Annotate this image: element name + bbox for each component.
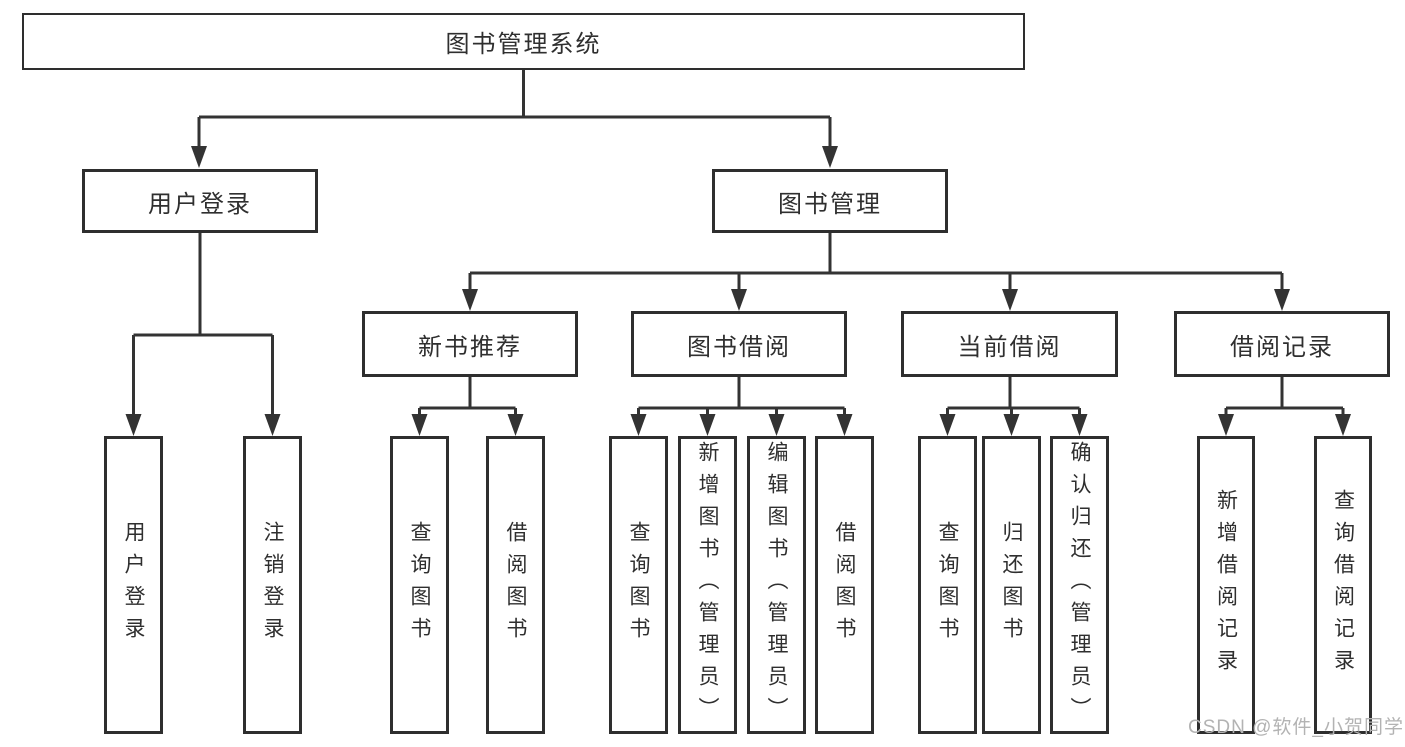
leaf-edit-book-admin-label: 编辑图书（管理员） [765,441,789,729]
node-borrowing-records-label: 借阅记录 [1230,333,1334,361]
leaf-query-books-2: 查询图书 [609,436,668,734]
leaf-user-login: 用户登录 [104,436,163,734]
leaf-query-books-1: 查询图书 [390,436,449,734]
leaf-user-login-label: 用户登录 [122,521,146,649]
node-book-borrowing-label: 图书借阅 [687,333,791,361]
leaf-query-borrow-record-label: 查询借阅记录 [1331,489,1355,681]
leaf-confirm-return-admin: 确认归还（管理员） [1050,436,1109,734]
node-book-borrowing: 图书借阅 [631,311,847,377]
leaf-query-borrow-record: 查询借阅记录 [1314,436,1372,734]
leaf-add-book-admin-label: 新增图书（管理员） [696,441,720,729]
node-book-management: 图书管理 [712,169,948,233]
node-current-borrowing-label: 当前借阅 [957,333,1062,361]
node-user-login: 用户登录 [82,169,318,233]
node-root: 图书管理系统 [22,13,1025,70]
node-root-label: 图书管理系统 [445,31,602,58]
node-new-book-recommend-label: 新书推荐 [418,333,522,361]
leaf-logout: 注销登录 [243,436,302,734]
leaf-add-book-admin: 新增图书（管理员） [678,436,737,734]
leaf-borrow-books-2-label: 借阅图书 [833,521,857,649]
leaf-borrow-books-1: 借阅图书 [486,436,545,734]
node-new-book-recommend: 新书推荐 [362,311,578,377]
leaf-borrow-books-1-label: 借阅图书 [504,521,528,649]
leaf-query-books-3: 查询图书 [918,436,977,734]
node-borrowing-records: 借阅记录 [1174,311,1390,377]
node-user-login-label: 用户登录 [148,190,252,218]
leaf-logout-label: 注销登录 [261,521,285,649]
leaf-add-borrow-record: 新增借阅记录 [1197,436,1255,734]
node-book-management-label: 图书管理 [778,190,882,218]
leaf-query-books-3-label: 查询图书 [936,521,960,649]
csdn-watermark: CSDN @软件_小贺同学 [1188,717,1404,738]
leaf-query-books-2-label: 查询图书 [627,521,651,649]
leaf-return-book: 归还图书 [982,436,1041,734]
leaf-query-books-1-label: 查询图书 [408,521,432,649]
leaf-return-book-label: 归还图书 [1000,521,1024,649]
leaf-confirm-return-admin-label: 确认归还（管理员） [1068,441,1092,729]
node-current-borrowing: 当前借阅 [901,311,1118,377]
leaf-borrow-books-2: 借阅图书 [815,436,874,734]
leaf-edit-book-admin: 编辑图书（管理员） [747,436,806,734]
leaf-add-borrow-record-label: 新增借阅记录 [1214,489,1238,681]
